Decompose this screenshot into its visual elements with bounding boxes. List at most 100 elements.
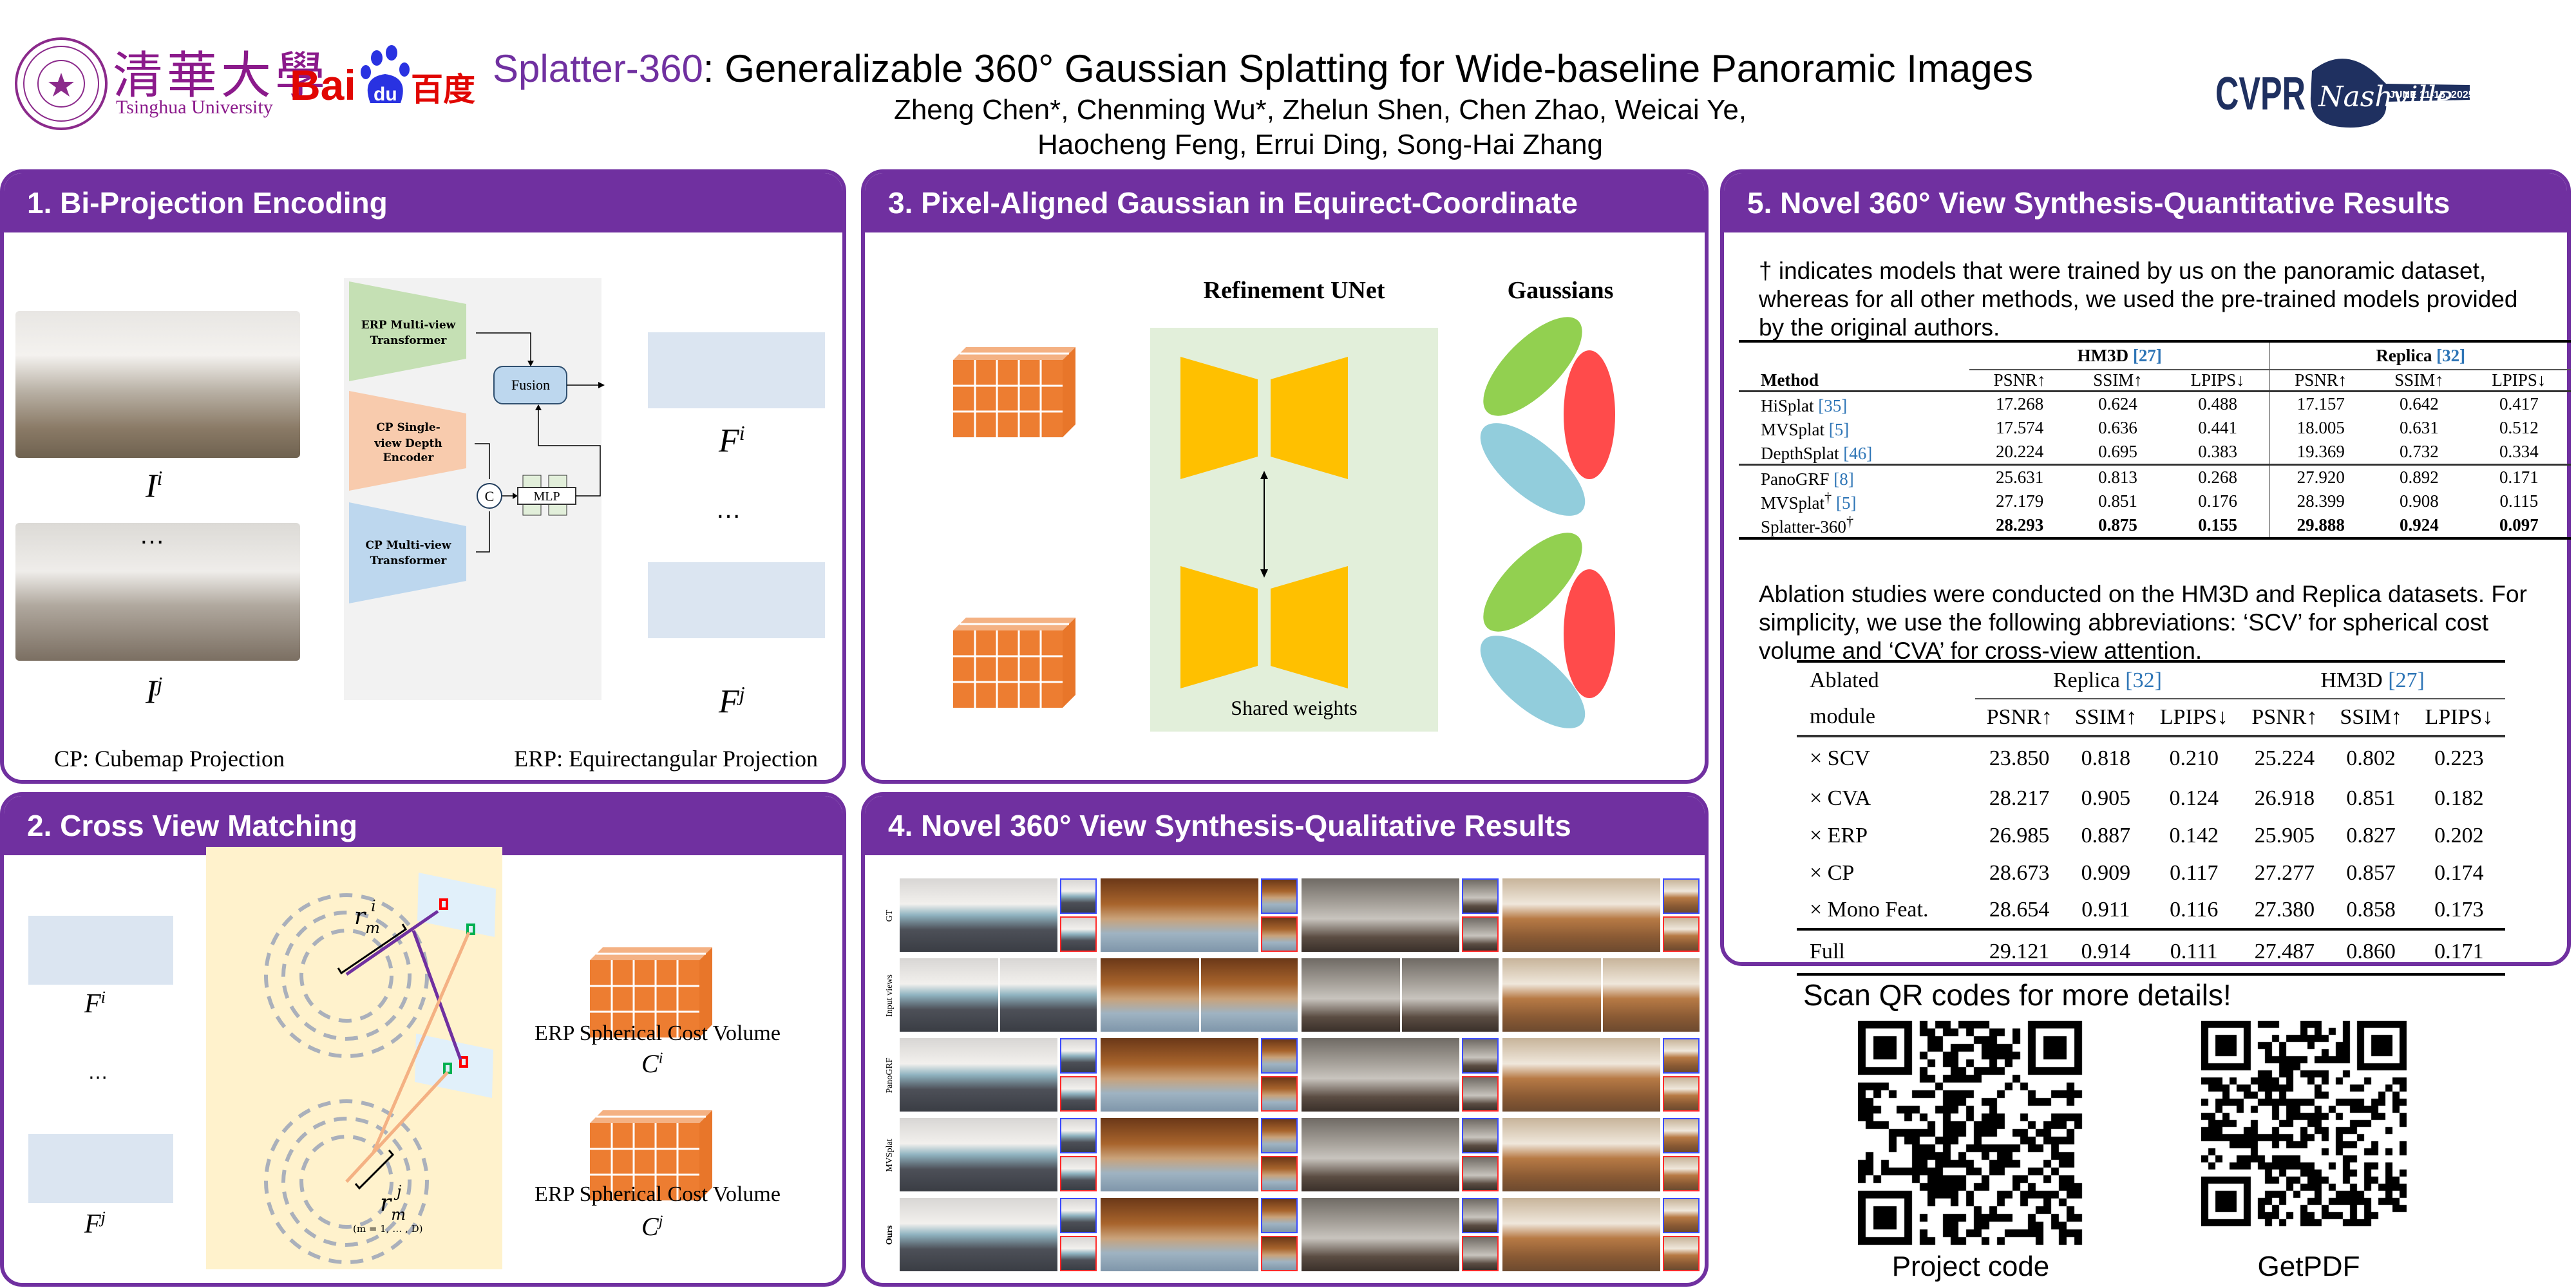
svg-text:rmi: rmi: [354, 897, 380, 937]
tsinghua-name: Tsinghua University: [116, 97, 273, 118]
metric-value: 0.695: [2098, 442, 2137, 461]
feature-volume-top: [952, 346, 1077, 439]
metric-value: 0.117: [2170, 861, 2219, 885]
column-header: SSIM↑: [2340, 705, 2402, 729]
zoom-crop-red: [1663, 1076, 1700, 1112]
metric-value: 0.857: [2346, 861, 2396, 885]
cost-volume-label-j: ERP Spherical Cost Volume: [535, 1182, 781, 1206]
metric-value: 17.268: [1996, 394, 2044, 413]
gaussians-label: Gaussians: [1507, 277, 1614, 304]
gaussian-blue-top: [1480, 423, 1586, 516]
input-panorama-j: [15, 523, 300, 661]
feature-map-j: [28, 1134, 173, 1203]
metric-value: 0.813: [2098, 468, 2137, 487]
section-cross-view-matching: 2. Cross View Matching Fi … Fj rmi rmj (…: [0, 792, 846, 1287]
table1-intro: † indicates models that were trained by …: [1759, 258, 2518, 341]
method-name: Splatter-360†: [1761, 513, 1854, 536]
metric-value: 0.171: [2434, 940, 2484, 963]
metric-value: 0.488: [2198, 394, 2238, 413]
concat-icon: [477, 483, 502, 509]
module-name: × SCV: [1810, 746, 1870, 770]
method-name: MVSplat† [5]: [1761, 489, 1857, 513]
method-name: PanoGRF [8]: [1761, 469, 1854, 489]
metric-value: 17.157: [2269, 391, 2372, 416]
row-label: PanoGRF: [885, 1057, 895, 1094]
module-name: Full: [1810, 940, 1845, 963]
metric-value: 26.918: [2254, 786, 2315, 810]
section-1-title: 1. Bi-Projection Encoding: [4, 173, 842, 232]
zoom-crop-red: [1462, 1076, 1499, 1112]
row-label: Input views: [885, 974, 895, 1017]
rendered-panorama: [1302, 1118, 1459, 1191]
zoom-crop-blue: [1663, 1118, 1700, 1153]
column-header: PSNR↑: [2269, 370, 2372, 392]
gaussian-blue-bottom: [1480, 636, 1586, 728]
section-4-title: 4. Novel 360° View Synthesis-Qualitative…: [865, 796, 1705, 855]
zoom-crop-red: [1261, 1156, 1298, 1191]
image-label-j: Ij: [146, 672, 163, 711]
section-3-title: 3. Pixel-Aligned Gaussian in Equirect-Co…: [865, 173, 1705, 232]
section-pixel-aligned-gaussian: 3. Pixel-Aligned Gaussian in Equirect-Co…: [861, 169, 1709, 784]
metric-value: 0.171: [2499, 468, 2539, 487]
gaussian-red-top: [1564, 350, 1615, 479]
cost-volume-label-i: ERP Spherical Cost Volume: [535, 1021, 781, 1045]
column-header: SSIM↑: [2093, 370, 2143, 390]
feature-label-j: Fj: [84, 1208, 106, 1239]
cp-caption: CP: Cubemap Projection: [54, 746, 285, 772]
zoom-crop-red: [1462, 1156, 1499, 1191]
zoom-crop-blue: [1261, 1038, 1298, 1074]
svg-text:rmj: rmj: [380, 1182, 406, 1224]
metric-value: 0.115: [2499, 491, 2539, 511]
metric-value: 0.116: [2170, 898, 2219, 922]
panorama-ellipsis: …: [139, 521, 165, 549]
module-header: module: [1810, 705, 1875, 728]
pdf-label: GetPDF: [2257, 1251, 2360, 1282]
group-replica: Replica [32]: [1975, 661, 2240, 699]
cost-volume-symbol-j: Cj: [641, 1212, 663, 1241]
pdf-qr[interactable]: [2201, 1021, 2417, 1246]
metric-value: 0.851: [2346, 786, 2396, 810]
metric-value: 0.097: [2499, 515, 2539, 535]
input-view-image: [1201, 958, 1298, 1032]
zoom-crop-red: [1663, 1236, 1700, 1271]
zoom-crop-red: [1462, 1236, 1499, 1271]
input-view-image: [1502, 958, 1601, 1032]
metric-value: 27.487: [2254, 940, 2315, 963]
metric-value: 0.202: [2434, 824, 2484, 848]
cp-mv-encoder-shape: [349, 502, 466, 603]
section-quantitative-results: 5. Novel 360° View Synthesis-Quantitativ…: [1720, 169, 2571, 966]
metric-value: 0.905: [2081, 786, 2131, 810]
metric-value: 0.858: [2346, 898, 2396, 922]
metric-value: 25.631: [1996, 468, 2044, 487]
column-header: PSNR↑: [2251, 705, 2318, 729]
rendered-panorama: [1101, 1198, 1258, 1271]
unet-encoder-top: [1180, 357, 1258, 479]
zoom-crop-red: [1261, 1236, 1298, 1271]
rendered-panorama: [1502, 1038, 1660, 1112]
metric-value: 19.369: [2269, 440, 2372, 465]
metric-value: 0.636: [2098, 418, 2137, 437]
svg-text:du: du: [374, 84, 397, 105]
rendered-panorama: [1302, 878, 1459, 952]
group-hm3d: HM3D [27]: [1969, 341, 2270, 370]
metric-value: 25.905: [2254, 824, 2315, 848]
row-label: GT: [885, 909, 895, 922]
rendered-panorama: [1302, 1198, 1459, 1271]
metric-value: 0.173: [2434, 898, 2484, 922]
metric-value: 0.111: [2170, 940, 2218, 963]
metric-value: 0.887: [2081, 824, 2131, 848]
project-code-qr[interactable]: [1858, 1021, 2083, 1246]
metric-value: 0.417: [2499, 394, 2539, 413]
zoom-crop-red: [1663, 1156, 1700, 1191]
metric-value: 0.268: [2198, 468, 2238, 487]
svg-text:Nashville: Nashville: [2318, 80, 2453, 113]
cp-depth-encoder-shape: [349, 391, 466, 491]
input-panorama-i: [15, 311, 300, 458]
svg-text:JUNE 11-15, 2025: JUNE 11-15, 2025: [2389, 90, 2474, 100]
row-label: Ours: [885, 1225, 895, 1245]
